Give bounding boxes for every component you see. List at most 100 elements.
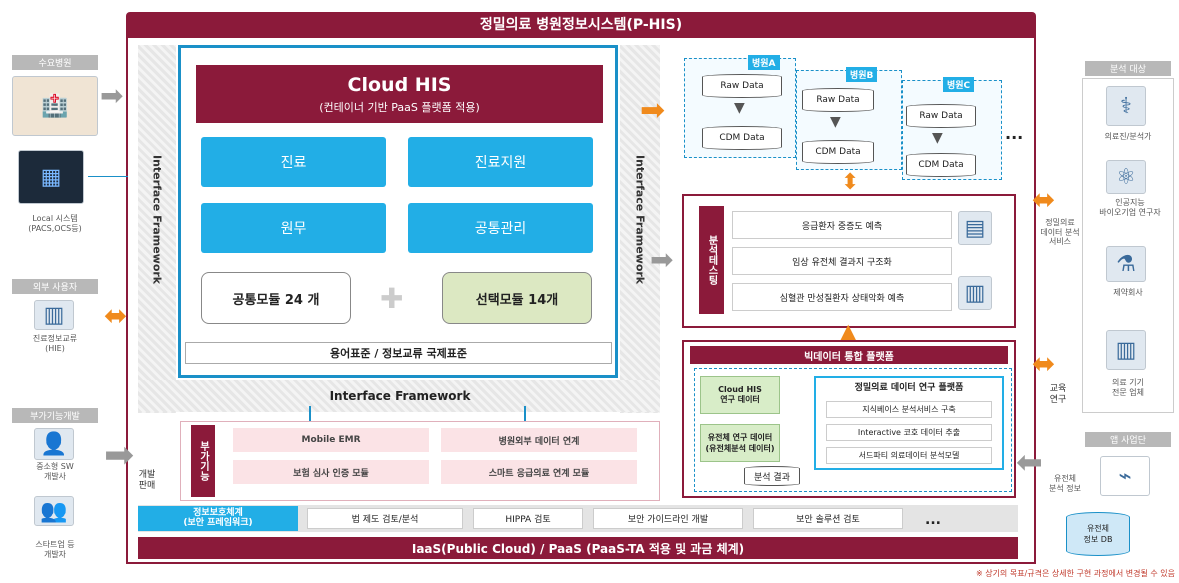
hospital-c-arrow-icon: ▼	[932, 130, 943, 146]
module-common-mgmt: 공통관리	[408, 203, 593, 253]
security-law: 법 제도 검토/분석	[307, 508, 463, 529]
bigdata-inner	[694, 368, 1012, 492]
iface-label-bottom: Interface Framework	[329, 389, 471, 403]
research-kb: 지식베이스 분석서비스 구축	[826, 401, 992, 418]
footnote: ※ 상기의 목표/규격은 상세한 구현 과정에서 변경될 수 있음	[975, 569, 1175, 578]
precision-caption: 정밀의료 데이터 분석 서비스	[1040, 218, 1080, 247]
doctor-icon: ⚕	[1106, 86, 1146, 126]
device-caption: 의료 기기 전문 업체	[1112, 378, 1144, 397]
edu-caption: 교육 연구	[1049, 384, 1067, 405]
sell-label: 개발 판매	[138, 470, 156, 491]
addon-dev-label: 부가기능개발	[12, 408, 98, 423]
developer-icon: 👤	[34, 428, 74, 460]
monitor-icon: ▦	[18, 150, 84, 204]
analysis-cardio: 심혈관 만성질환자 상태악화 예측	[732, 283, 952, 311]
module-admin: 원무	[201, 203, 386, 253]
addon-mobile-emr: Mobile EMR	[233, 428, 429, 452]
doctor-caption: 의료진/분석가	[1104, 132, 1152, 141]
presentation-icon: ▤	[958, 211, 992, 245]
hospital-a-arrow-icon: ▼	[734, 100, 745, 116]
bio-caption: 인공지능 바이오기업 연구자	[1099, 198, 1161, 217]
iaas-bar: IaaS(Public Cloud) / PaaS (PaaS-TA 적용 및 …	[138, 537, 1018, 559]
standard-bar: 용어표준 / 정보교류 국제표준	[185, 342, 612, 364]
hospital-a-label: 병원A	[748, 55, 780, 70]
addon-insurance: 보험 심사 인증 모듈	[233, 460, 429, 484]
optional-modules: 선택모듈 14개	[442, 272, 592, 324]
analysis-emergency: 응급환자 중증도 예측	[732, 211, 952, 239]
iface-label-right: Interface Framework	[633, 155, 647, 285]
iface-strip-left	[138, 45, 176, 413]
startup-icon: 👥	[34, 496, 74, 526]
phis-frame	[126, 36, 1036, 564]
addon-smart-er: 스마트 응급의료 연계 모듈	[441, 460, 637, 484]
analysis-target-frame	[1082, 78, 1174, 413]
research-title: 정밀의료 데이터 연구 플랫폼	[854, 383, 964, 393]
hospital-building-icon: 🏥	[12, 76, 98, 136]
hospital-c-label: 병원C	[943, 77, 975, 92]
genome-db: 유전체 정보 DB	[1066, 512, 1130, 556]
analysis-label: 분석테스팅	[699, 206, 724, 314]
analysis-genome: 임상 유전체 결과지 구조화	[732, 247, 952, 275]
hospital-c-raw: Raw Data	[906, 104, 976, 128]
genome-research-data: 유전체 연구 데이터 (유전체분석 데이터)	[700, 424, 780, 462]
hospital-b-arrow-icon: ▼	[830, 114, 841, 130]
hospital-c-cdm: CDM Data	[906, 153, 976, 177]
bio-researcher-icon: ⚛	[1106, 160, 1146, 194]
research-thirdparty: 서드파티 의료데이터 분석모델	[826, 447, 992, 464]
module-care: 진료	[201, 137, 386, 187]
iface-strip-right	[620, 45, 660, 413]
page-title: 정밀의료 병원정보시스템(P-HIS)	[126, 12, 1036, 36]
cloud-research-data: Cloud HIS 연구 데이터	[700, 376, 780, 414]
hospital-b-raw: Raw Data	[802, 88, 874, 112]
connector-1	[309, 406, 311, 428]
leftright-arrow-icon-external: ⬌	[104, 299, 128, 332]
hie-caption: 진료정보교류 (HIE)	[32, 334, 78, 353]
right-arrow-icon-analysis: ➡	[650, 243, 674, 276]
security-more: ...	[925, 512, 941, 528]
hospitals-more: ...	[1005, 124, 1024, 143]
hospital-b-cdm: CDM Data	[802, 140, 874, 164]
security-guideline: 보안 가이드라인 개발	[593, 508, 743, 529]
sw-developer-caption: 중소형 SW 개발사	[36, 462, 74, 481]
left-arrow-icon-business: ⬅	[1016, 443, 1043, 481]
leftright-arrow-icon-local	[88, 176, 128, 177]
iface-label-left: Interface Framework	[150, 155, 164, 285]
research-cohort: Interactive 코호 데이터 추출	[826, 424, 992, 441]
analyzer-icon: ⌁	[1100, 456, 1150, 496]
building-icon: ▥	[34, 300, 74, 330]
cloud-his-heading: Cloud HIS	[347, 73, 452, 96]
plus-icon: ✚	[380, 282, 404, 315]
startup-caption: 스타트업 등 개발자	[35, 540, 75, 559]
chart-icon: ▥	[958, 276, 992, 310]
leftright-arrow-icon-edu: ⬌	[1032, 347, 1056, 380]
security-solution: 보안 솔루션 검토	[753, 508, 903, 529]
device-company-icon: ▥	[1106, 330, 1146, 370]
connector-2	[524, 406, 526, 428]
common-modules: 공통모듈 24 개	[201, 272, 351, 324]
hospital-b-label: 병원B	[846, 67, 878, 82]
up-arrow-icon: ▲	[839, 318, 858, 346]
module-care-support: 진료지원	[408, 137, 593, 187]
right-arrow-icon-addon: ➡	[104, 435, 135, 476]
analysis-result: 분석 결과	[744, 466, 800, 486]
pharma-icon: ⚗	[1106, 246, 1146, 282]
cloud-his-subtitle: (컨테이너 기반 PaaS 플랫폼 적용)	[319, 100, 480, 114]
cloud-his-title: Cloud HIS (컨테이너 기반 PaaS 플랫폼 적용)	[196, 65, 603, 123]
business-caption: 유전체 분석 정보	[1049, 474, 1081, 493]
security-label: 정보보호체계 (보안 프레임워크)	[138, 506, 298, 531]
local-system-caption: Local 시스템 (PACS,OCS등)	[28, 214, 82, 233]
iface-strip-bottom	[138, 380, 660, 412]
security-hippa: HIPPA 검토	[473, 508, 583, 529]
hospital-a-cdm: CDM Data	[702, 126, 782, 150]
leftright-arrow-icon-precision: ⬌	[1032, 183, 1056, 216]
addon-external-link: 병원외부 데이터 연계	[441, 428, 637, 452]
hospital-a-raw: Raw Data	[702, 74, 782, 98]
right-arrow-icon-cloud: ➡	[640, 93, 666, 128]
updown-arrow-icon-1: ⬍	[841, 170, 860, 195]
external-user-label: 외부 사용자	[12, 279, 98, 294]
business-label: 앱 사업단	[1085, 432, 1171, 447]
demand-hospital-label: 수요병원	[12, 55, 98, 70]
addon-label: 부가기능	[191, 425, 215, 497]
pharma-caption: 제약회사	[1113, 288, 1143, 297]
right-arrow-icon-demand: ➡	[100, 79, 124, 112]
